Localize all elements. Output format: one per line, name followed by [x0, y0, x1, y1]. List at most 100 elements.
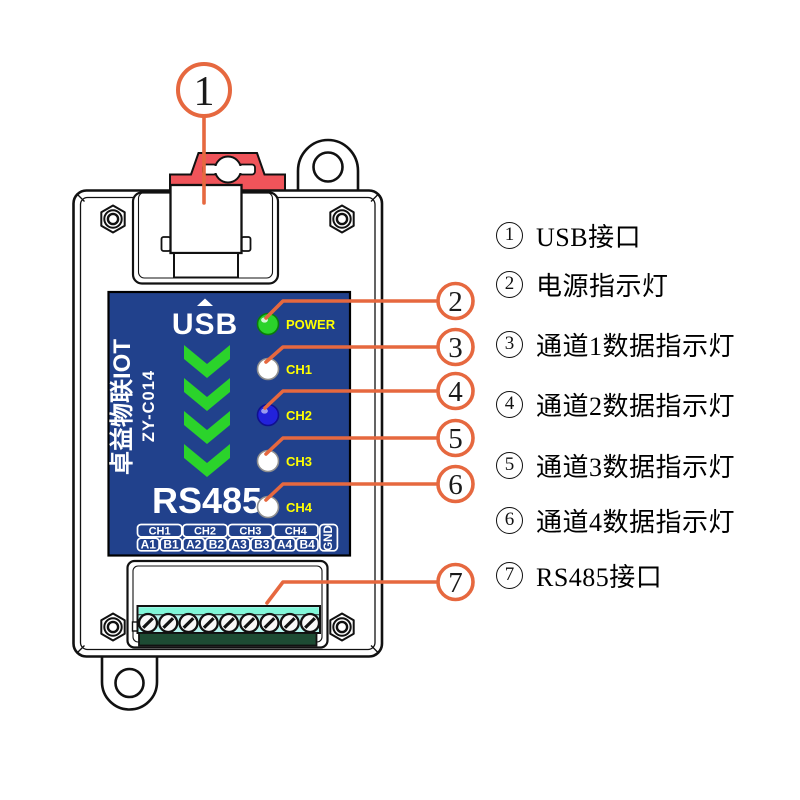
- gnd-label: GND: [323, 525, 335, 551]
- corner-screw: [329, 612, 355, 642]
- corner-bevel: [370, 193, 379, 202]
- legend-item-ch3: 5 通道3数据指示灯: [496, 448, 735, 482]
- led-ch1: CH1: [256, 357, 312, 381]
- terminal-screw: [198, 612, 220, 634]
- legend-item-label: 通道4数据指示灯: [536, 507, 736, 537]
- corner-bevel: [370, 645, 379, 654]
- callout-number: 7: [448, 567, 463, 599]
- legend-circle-number: 5: [496, 451, 523, 479]
- usb-label: USB: [172, 308, 238, 341]
- led-ch3-label: CH3: [286, 454, 312, 469]
- led-power: POWER: [256, 312, 336, 336]
- led-ch2-light: [256, 403, 280, 427]
- callout-1: 1: [176, 62, 232, 205]
- corner-screw: [100, 204, 126, 234]
- block-top-strip: [139, 607, 319, 615]
- legend-item-label: 通道3数据指示灯: [536, 452, 736, 482]
- callout-number: 6: [448, 469, 463, 501]
- led-ch2-label: CH2: [286, 408, 312, 423]
- legend-item-rs485: 7 RS485接口: [496, 558, 662, 592]
- callout-circle: [436, 281, 475, 321]
- mounting-ear-top-right: [296, 138, 360, 195]
- terminal-label-table: [136, 523, 339, 552]
- model-vertical-label: ZY-C014: [140, 370, 158, 442]
- terminal-screw: [238, 612, 260, 634]
- cell-gnd: [318, 523, 339, 552]
- pin-a3: A3: [231, 538, 247, 552]
- cell-ch4: [272, 523, 319, 538]
- ear-hole: [114, 667, 145, 699]
- callout-line: [264, 345, 439, 364]
- terminal-screw: [218, 612, 240, 634]
- led-ch4-label: CH4: [286, 500, 313, 515]
- ch3-label: CH3: [239, 525, 261, 537]
- callout-circle: [436, 464, 475, 504]
- callout-number: 1: [194, 69, 215, 115]
- legend-circle-number: 6: [496, 506, 523, 534]
- corner-bevel: [76, 193, 85, 202]
- usb-plug-body: [169, 183, 243, 255]
- cell-ch1: [136, 523, 183, 538]
- callout-circle: [436, 418, 475, 458]
- callout-4: 4: [263, 371, 475, 411]
- usb-caret-icon: [197, 298, 213, 306]
- callout-3: 3: [264, 327, 475, 367]
- terminal-screw: [258, 612, 281, 634]
- pin-a4: A4: [277, 538, 293, 552]
- legend-item-label: 通道1数据指示灯: [536, 331, 736, 361]
- terminal-label-texts: CH1 CH2 CH3 CH4 A1 B1 A2 B2 A3 B3 A4 B4 …: [141, 525, 335, 551]
- terminal-screw: [299, 612, 321, 634]
- callout-circle: [436, 327, 475, 367]
- legend-item-label: USB接口: [536, 222, 642, 252]
- block-base: [138, 632, 318, 647]
- callout-2: 2: [264, 281, 475, 321]
- pin-b4: B4: [300, 538, 316, 552]
- callout-5: 5: [264, 418, 475, 458]
- led-ch3: CH3: [256, 449, 312, 473]
- callout-circle: [436, 371, 475, 411]
- pin-b3: B3: [254, 538, 270, 552]
- led-power-label: POWER: [286, 317, 336, 332]
- pin-b2: B2: [209, 538, 225, 552]
- callout-line: [265, 580, 439, 605]
- terminal-screw: [177, 612, 200, 634]
- cell-b3: [250, 537, 274, 552]
- ch1-label: CH1: [149, 525, 171, 537]
- callout-number: 5: [448, 423, 463, 455]
- legend-item-label: RS485接口: [536, 562, 663, 592]
- legend-item-ch4: 6 通道4数据指示灯: [496, 503, 735, 537]
- terminal-block: [131, 605, 321, 647]
- corner-screw: [100, 612, 126, 642]
- legend-circle-number: 1: [496, 221, 523, 249]
- usb-plug-base: [173, 252, 239, 279]
- front-panel: USB 卓益物联IOT ZY-C014 RS485 POWER CH1 CH2 …: [107, 290, 352, 557]
- legend-item-label: 电源指示灯: [536, 271, 669, 301]
- terminal-screw: [137, 612, 159, 634]
- cell-a4: [272, 537, 297, 552]
- usb-side-tab: [160, 236, 172, 252]
- red-clip: [169, 152, 286, 192]
- legend-item-ch2: 4 通道2数据指示灯: [496, 387, 735, 421]
- usb-connector: [160, 183, 252, 279]
- callout-number: 4: [448, 376, 463, 408]
- legend-circle-number: 3: [496, 330, 523, 358]
- led-ch2: CH2: [256, 403, 312, 427]
- led-highlight: [261, 408, 268, 414]
- callout-line: [263, 389, 439, 410]
- callout-circle: [176, 62, 232, 118]
- brand-vertical-label: 卓益物联IOT: [108, 339, 136, 475]
- pin-a1: A1: [141, 538, 157, 552]
- cell-b4: [295, 537, 319, 552]
- rs485-label: RS485: [152, 480, 262, 521]
- legend-item-power: 2 电源指示灯: [496, 267, 669, 301]
- cell-a1: [136, 537, 160, 552]
- legend-circle-number: 2: [496, 270, 523, 298]
- legend-item-usb: 1 USB接口: [496, 218, 641, 252]
- led-ch1-label: CH1: [286, 362, 312, 377]
- ear-hole: [312, 151, 344, 183]
- pin-b1: B1: [163, 538, 179, 552]
- cell-ch2: [182, 523, 229, 538]
- usb-side-tab: [240, 236, 252, 252]
- cell-b1: [159, 537, 183, 552]
